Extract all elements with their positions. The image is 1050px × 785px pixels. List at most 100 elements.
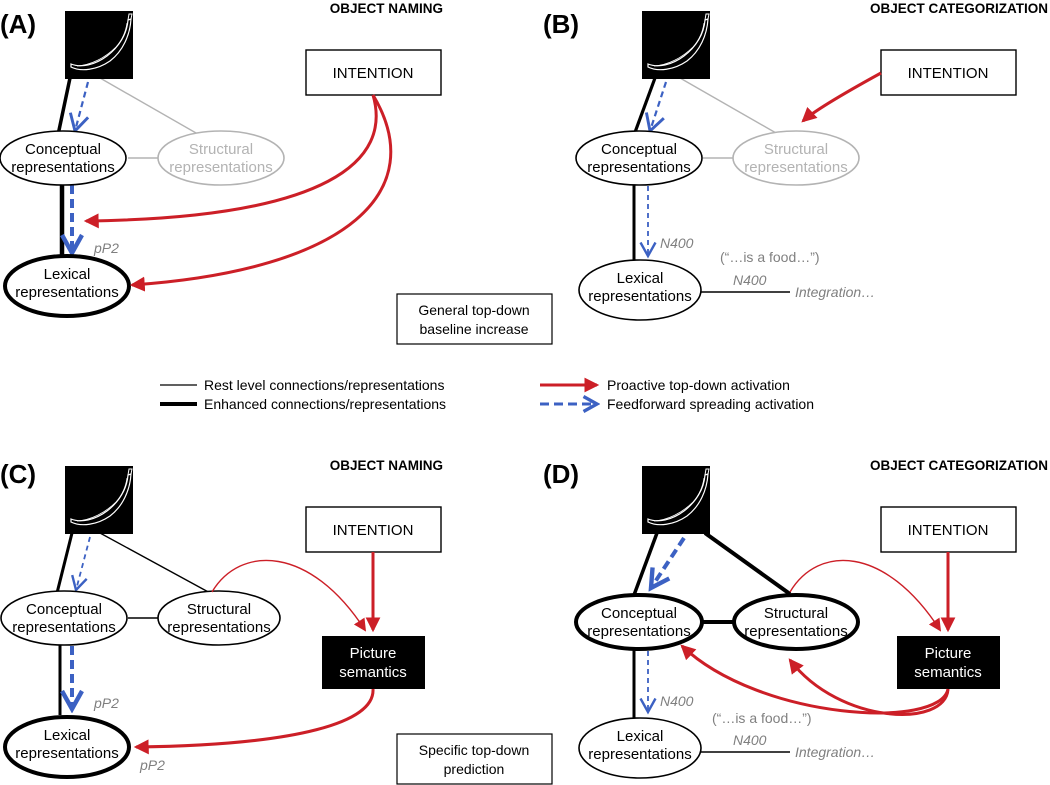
lexical-label-1: Lexical	[617, 270, 664, 287]
intention-label: INTENTION	[908, 522, 989, 539]
panel-d: (D) OBJECT CATEGORIZATION Conceptual rep…	[543, 458, 1048, 779]
legend-feedforward-label: Feedforward spreading activation	[607, 396, 814, 412]
legend-proactive-label: Proactive top-down activation	[607, 377, 790, 393]
feedforward-picture-conceptual-arrow	[651, 536, 686, 588]
lexical-node	[3, 715, 131, 779]
conceptual-node	[0, 130, 127, 186]
specific-top-down-label-1: Specific top-down	[419, 742, 530, 758]
panel-d-title: OBJECT CATEGORIZATION	[870, 458, 1048, 473]
lexical-label-1: Lexical	[44, 266, 91, 283]
lexical-node	[578, 717, 702, 779]
panel-c-title: OBJECT NAMING	[330, 458, 443, 473]
legend-enhanced-label: Enhanced connections/representations	[204, 396, 446, 412]
conceptual-label-2: representations	[587, 159, 690, 176]
proactive-intention-structural-arrow	[801, 71, 882, 123]
integration-label: Integration…	[795, 284, 875, 300]
intention-label: INTENTION	[908, 65, 989, 82]
structural-label-2: representations	[744, 623, 847, 640]
n400-right-label: N400	[733, 732, 767, 748]
structural-label-1: Structural	[187, 601, 251, 618]
panel-d-letter: (D)	[543, 459, 579, 489]
banana-picture-icon	[641, 465, 711, 535]
intention-label: INTENTION	[333, 522, 414, 539]
intention-box	[305, 49, 442, 96]
panel-a: (A) OBJECT NAMING Conceptual representat…	[0, 1, 553, 345]
panel-a-title: OBJECT NAMING	[330, 1, 443, 16]
n400-upper-label: N400	[660, 693, 694, 709]
n400-right-label: N400	[733, 272, 767, 288]
lexical-node	[578, 259, 702, 321]
banana-picture-icon	[641, 10, 711, 80]
picture-structural-connection	[99, 77, 211, 142]
structural-label-1: Structural	[764, 141, 828, 158]
structural-label-2: representations	[169, 159, 272, 176]
structural-label-1: Structural	[189, 141, 253, 158]
integration-label: Integration…	[795, 744, 875, 760]
proactive-intention-conceptual-arrow	[83, 94, 378, 229]
panel-b: (B) OBJECT CATEGORIZATION Conceptual rep…	[543, 1, 1048, 321]
structural-node	[157, 130, 285, 186]
conceptual-label-1: Conceptual	[601, 141, 677, 158]
specific-top-down-box	[396, 733, 553, 785]
picture-semantics-label-2: semantics	[339, 664, 407, 681]
structural-semantics-arrow	[789, 559, 942, 632]
conceptual-node	[574, 593, 704, 651]
conceptual-label-2: representations	[12, 619, 115, 636]
picture-semantics-label-2: semantics	[914, 664, 982, 681]
structural-node	[732, 593, 860, 651]
n400-upper-label: N400	[660, 235, 694, 251]
is-a-food-quote: (“…is a food…”)	[720, 249, 820, 265]
general-top-down-label-1: General top-down	[418, 302, 529, 318]
picture-structural-connection	[679, 77, 791, 142]
picture-semantics-label-1: Picture	[925, 645, 972, 662]
proactive-intention-lexical-arrow	[129, 94, 393, 292]
legend-rest-label: Rest level connections/representations	[204, 377, 444, 393]
lexical-label-2: representations	[15, 745, 118, 762]
intention-box	[305, 506, 442, 553]
structural-label-2: representations	[167, 619, 270, 636]
intention-label: INTENTION	[333, 65, 414, 82]
picture-structural-connection	[99, 532, 213, 595]
general-top-down-label-2: baseline increase	[420, 321, 529, 337]
proactive-semantics-conceptual-arrow	[680, 644, 950, 715]
feedforward-picture-conceptual-arrow	[71, 536, 91, 593]
lexical-node	[3, 254, 131, 318]
picture-conceptual-connection	[632, 532, 659, 596]
conceptual-label-1: Conceptual	[26, 601, 102, 618]
banana-picture-icon	[64, 465, 134, 535]
picture-conceptual-connection	[56, 77, 72, 136]
specific-top-down-label-2: prediction	[444, 761, 505, 777]
banana-picture-icon	[64, 10, 134, 80]
panel-c-letter: (C)	[0, 459, 36, 489]
lexical-label-2: representations	[588, 746, 691, 763]
picture-semantics-box	[897, 636, 1000, 689]
picture-conceptual-connection	[632, 77, 657, 136]
lexical-label-2: representations	[15, 284, 118, 301]
picture-structural-connection	[703, 531, 792, 596]
conceptual-node	[575, 130, 703, 186]
panel-c: (C) OBJECT NAMING Conceptual representat…	[0, 458, 553, 785]
lexical-label-2: representations	[588, 288, 691, 305]
picture-semantics-box	[322, 636, 425, 689]
legend: Rest level connections/representations E…	[160, 377, 814, 412]
structural-label-1: Structural	[764, 605, 828, 622]
panel-b-letter: (B)	[543, 9, 579, 39]
picture-conceptual-connection	[55, 532, 74, 594]
picture-semantics-label-1: Picture	[350, 645, 397, 662]
structural-semantics-arrow	[211, 559, 367, 632]
conceptual-label-1: Conceptual	[25, 141, 101, 158]
is-a-food-quote: (“…is a food…”)	[712, 710, 812, 726]
intention-box	[880, 49, 1017, 96]
structural-label-2: representations	[744, 159, 847, 176]
conceptual-node	[0, 590, 128, 646]
conceptual-label-1: Conceptual	[601, 605, 677, 622]
pp2-label: pP2	[93, 240, 119, 256]
pp2-upper-label: pP2	[93, 695, 119, 711]
feedforward-picture-conceptual-arrow	[68, 81, 90, 134]
general-top-down-box	[396, 293, 553, 345]
lexical-label-1: Lexical	[44, 727, 91, 744]
conceptual-label-2: representations	[587, 623, 690, 640]
feedforward-picture-conceptual-arrow	[644, 81, 668, 134]
panel-a-letter: (A)	[0, 9, 36, 39]
